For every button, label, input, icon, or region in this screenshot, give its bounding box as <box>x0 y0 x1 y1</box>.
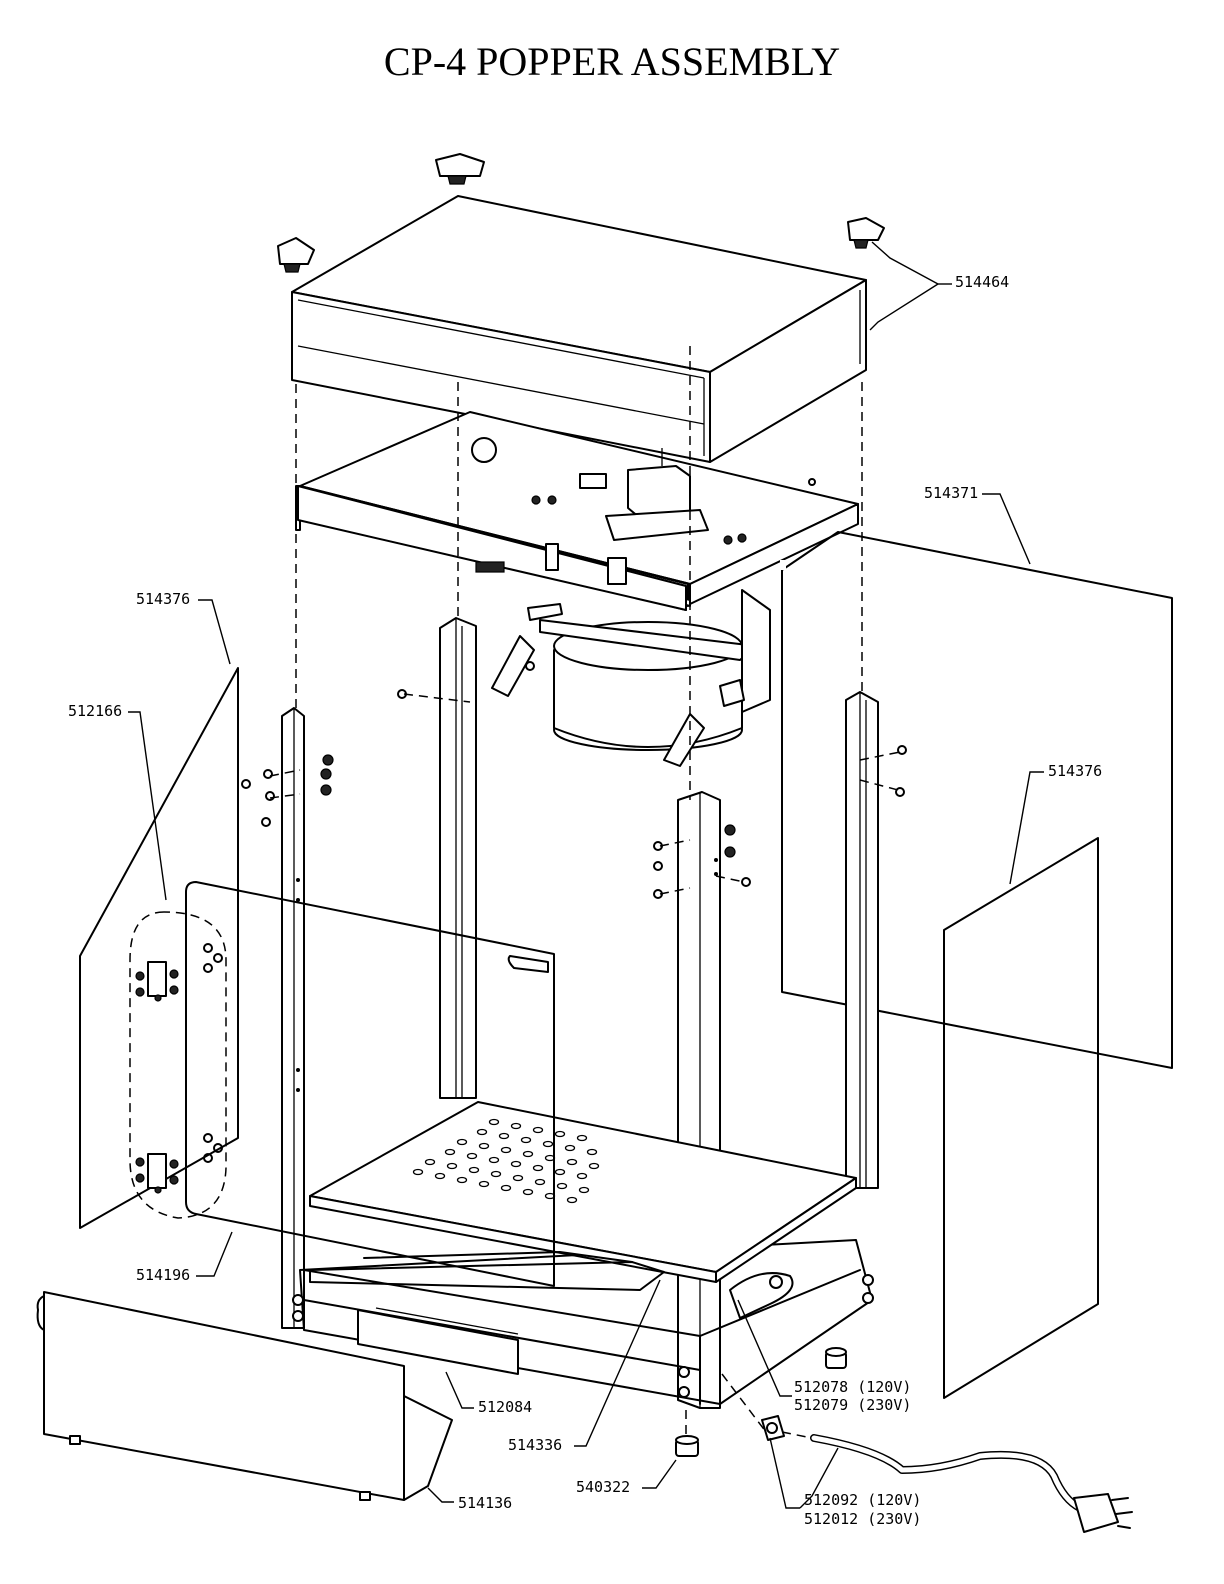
door-handle <box>509 956 548 972</box>
perforation-hole <box>446 1150 455 1155</box>
label-512084: 512084 <box>478 1398 532 1416</box>
label-512092: 512092 (120V) <box>804 1491 921 1509</box>
perforation-hole <box>480 1144 489 1149</box>
perforation-hole <box>512 1162 521 1167</box>
perforation-hole <box>500 1134 509 1139</box>
label-540322: 540322 <box>576 1478 630 1496</box>
label-514196: 514196 <box>136 1266 190 1284</box>
hinge-upper <box>136 962 178 1001</box>
perforation-hole <box>458 1178 467 1183</box>
perforation-hole <box>502 1186 511 1191</box>
label-514376-right: 514376 <box>1048 762 1102 780</box>
control-deck <box>296 412 858 610</box>
perforation-hole <box>580 1188 589 1193</box>
perforation-hole <box>556 1132 565 1137</box>
perforation-hole <box>414 1170 423 1175</box>
perforation-hole <box>522 1138 531 1143</box>
post-front-right <box>678 792 720 1408</box>
perforation-hole <box>448 1164 457 1169</box>
perforation-hole <box>490 1120 499 1125</box>
label-514336: 514336 <box>508 1436 562 1454</box>
label-514371: 514371 <box>924 484 978 502</box>
kettle-handle-left <box>492 604 562 696</box>
perforation-hole <box>568 1160 577 1165</box>
right-side-panel <box>944 838 1098 1398</box>
label-512166: 512166 <box>68 702 122 720</box>
perforation-hole <box>458 1140 467 1145</box>
label-514136: 514136 <box>458 1494 512 1512</box>
perforation-hole <box>536 1180 545 1185</box>
perforation-hole <box>436 1174 445 1179</box>
perforation-hole <box>502 1148 511 1153</box>
perforation-hole <box>590 1164 599 1169</box>
plug <box>1074 1494 1132 1532</box>
perforation-hole <box>578 1174 587 1179</box>
perforation-hole <box>578 1136 587 1141</box>
perforation-hole <box>426 1160 435 1165</box>
corner-cap-top <box>436 154 484 184</box>
perforation-hole <box>480 1182 489 1187</box>
perforation-hole <box>478 1130 487 1135</box>
perforation-hole <box>556 1170 565 1175</box>
perforation-hole <box>490 1158 499 1163</box>
perforation-hole <box>588 1150 597 1155</box>
label-512012: 512012 (230V) <box>804 1510 921 1528</box>
perforation-hole <box>470 1168 479 1173</box>
hinge-lower <box>136 1154 178 1193</box>
leg-rear <box>826 1348 846 1368</box>
top-canopy <box>292 196 866 462</box>
post-rear-left <box>440 618 476 1098</box>
perforation-hole <box>566 1146 575 1151</box>
strain-relief <box>762 1416 784 1440</box>
perforation-hole <box>468 1154 477 1159</box>
label-514464: 514464 <box>955 273 1009 291</box>
post-rear-right <box>846 692 878 1188</box>
perforation-hole <box>568 1198 577 1203</box>
perforation-hole <box>514 1176 523 1181</box>
rear-panel <box>782 532 1172 1068</box>
perforation-hole <box>512 1124 521 1129</box>
label-514376-left: 514376 <box>136 590 190 608</box>
corner-cap-right <box>848 218 884 248</box>
label-512079: 512079 (230V) <box>794 1396 911 1414</box>
perforation-hole <box>492 1172 501 1177</box>
leg-front <box>676 1436 698 1456</box>
perforation-hole <box>558 1184 567 1189</box>
perforation-hole <box>534 1166 543 1171</box>
corner-cap-left <box>278 238 314 272</box>
label-512078: 512078 (120V) <box>794 1378 911 1396</box>
perforation-hole <box>524 1152 533 1157</box>
kettle <box>492 590 770 766</box>
perforation-hole <box>534 1128 543 1133</box>
perforation-hole <box>544 1142 553 1147</box>
left-side-panel <box>80 668 238 1228</box>
perforation-hole <box>524 1190 533 1195</box>
